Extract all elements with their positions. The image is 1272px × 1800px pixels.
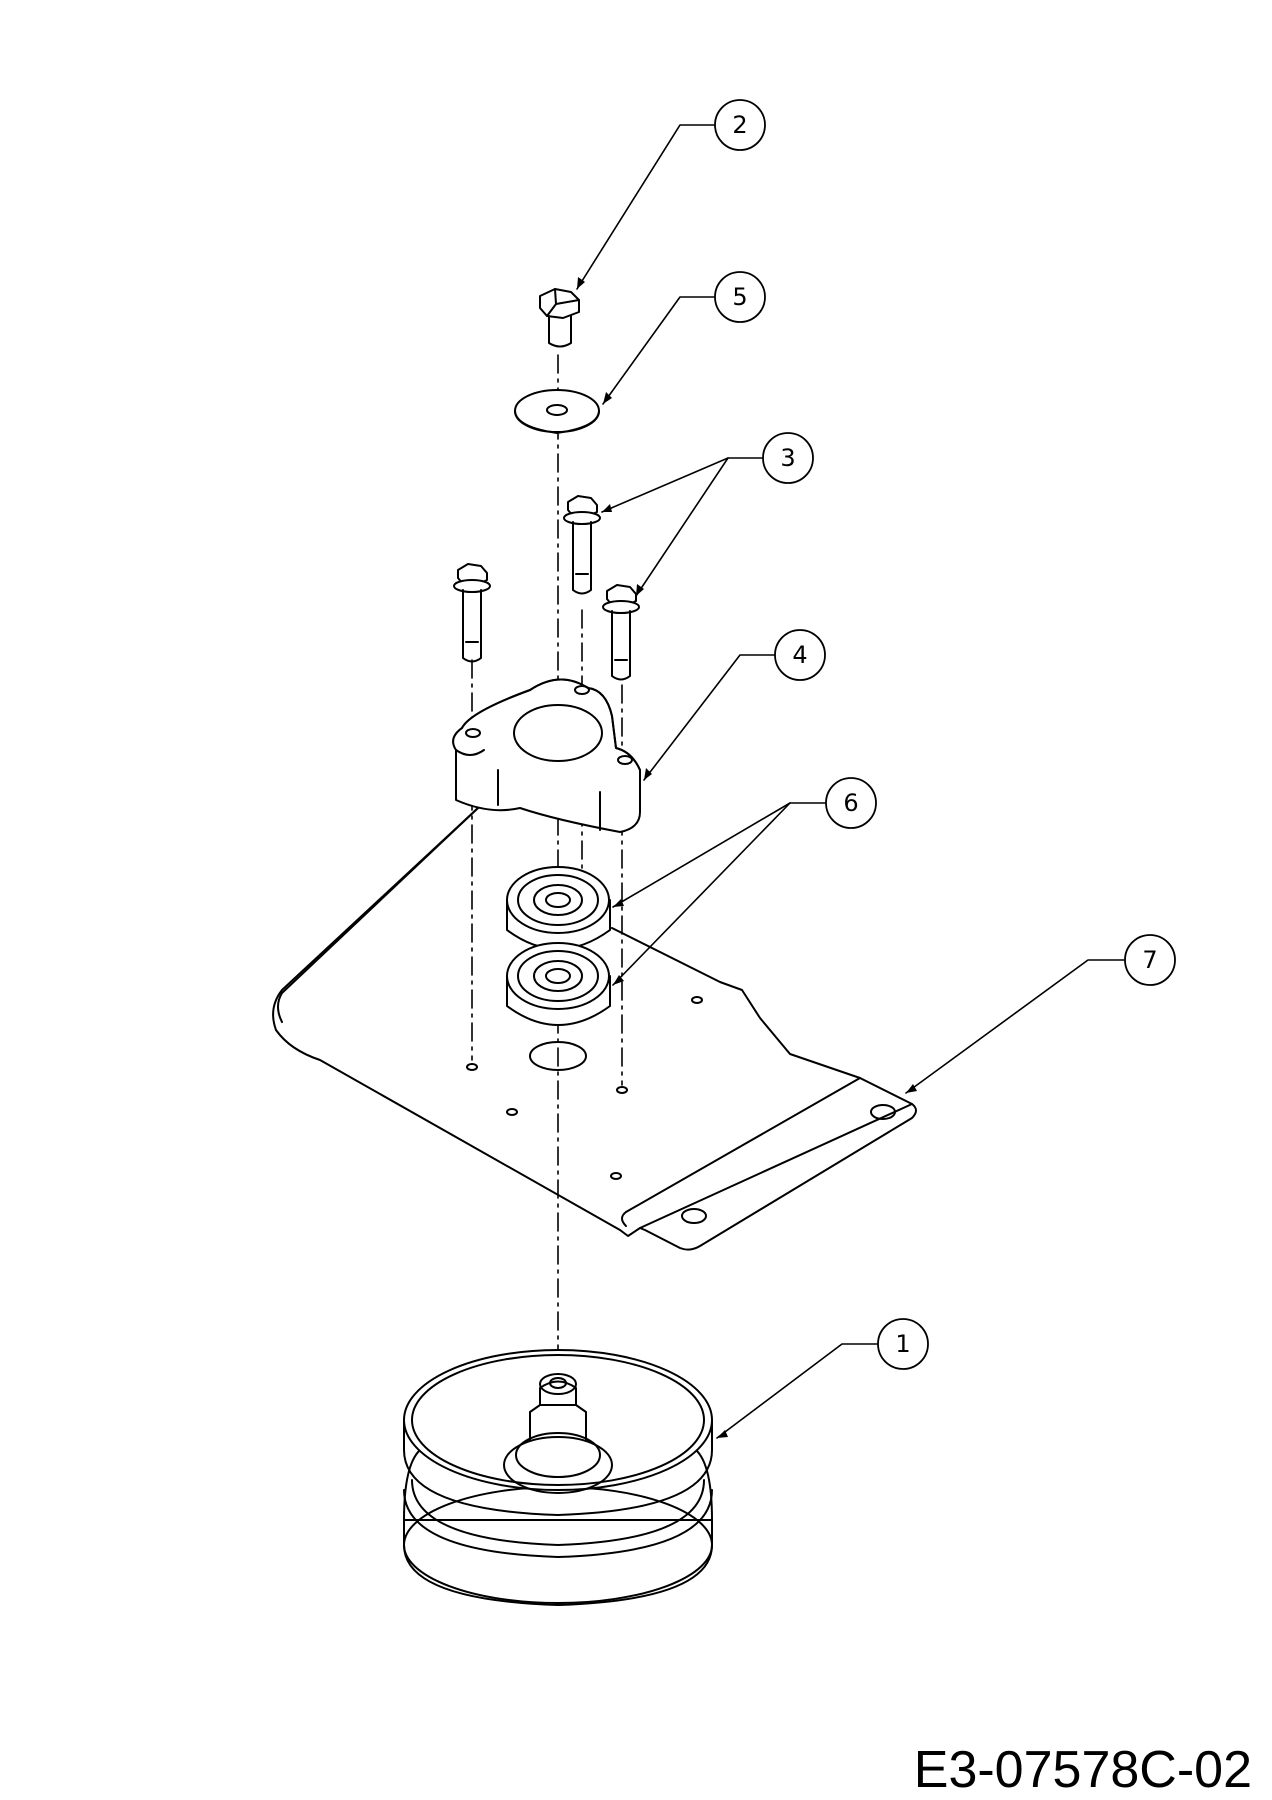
drawing-code: E3-07578C-02 — [913, 1741, 1252, 1799]
washer-part-5 — [514, 389, 600, 434]
callout-label: 6 — [843, 789, 858, 817]
bolt-part-2 — [539, 288, 580, 348]
callout-2: 2 — [714, 99, 766, 151]
callout-label: 3 — [780, 444, 795, 472]
flange-bolt-left — [453, 563, 491, 663]
callout-3: 3 — [762, 432, 814, 484]
callout-bubbles: 2 5 3 4 6 7 1 — [714, 99, 1176, 1370]
flange-bolt-right — [602, 584, 640, 681]
callout-label: 5 — [732, 283, 747, 311]
callout-6: 6 — [825, 777, 877, 829]
bearing-housing-part-4 — [452, 678, 641, 833]
callout-7: 7 — [1124, 934, 1176, 986]
leader-arrowheads — [577, 277, 917, 1438]
callout-label: 1 — [895, 1330, 910, 1358]
bracket-part-7 — [272, 807, 917, 1251]
pulley-part-1 — [403, 1349, 713, 1606]
callout-1: 1 — [877, 1318, 929, 1370]
leader-lines — [576, 124, 1125, 1439]
callout-4: 4 — [774, 629, 826, 681]
callout-5: 5 — [714, 271, 766, 323]
callout-label: 4 — [792, 641, 807, 669]
flange-bolt-middle — [563, 495, 601, 595]
callout-label: 7 — [1142, 946, 1157, 974]
bearing-lower-part-6 — [506, 942, 611, 1026]
callout-label: 2 — [732, 111, 747, 139]
bearing-upper-part-6 — [506, 866, 611, 950]
